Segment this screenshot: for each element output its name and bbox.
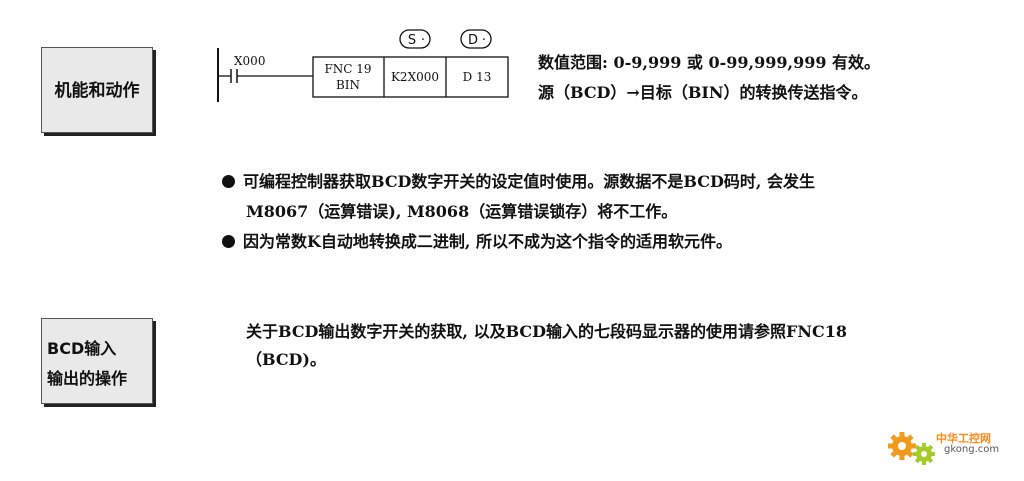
watermark-brand: 中华工控网 [936,432,991,445]
source-label-dot: · [421,33,425,48]
dest-label-dot: · [482,33,486,48]
section-box-bcd-io: BCD输入 输出的操作 [41,318,153,404]
range-description: 数值范围: 0-9,999 或 0-99,999,999 有效。 [538,53,881,72]
note-2-text: 因为常数K自动地转换成二进制, 所以不成为这个指令的适用软元件。 [243,232,733,251]
watermark-domain: gkong.com [944,444,1000,455]
reference-line1: 关于BCD输出数字开关的获取, 以及BCD输入的七段码显示器的使用请参照FNC1… [246,322,847,341]
instruction-box [312,56,509,98]
watermark-logo: 中华工控网 gkong.com [884,424,1014,474]
dest-label: D [468,33,478,48]
bullet-dot-icon [222,175,235,188]
section-title-function: 机能和动作 [54,81,140,101]
ladder-diagram: X000 FNC 19 BIN K2X000 D 13 S · D · [210,28,510,108]
source-label-badge [399,29,431,49]
dest-label-badge [460,29,492,49]
source-label: S [408,33,416,48]
note-bullet-2: 因为常数K自动地转换成二进制, 所以不成为这个指令的适用软元件。 [222,228,732,252]
dest-operand: D 13 [463,70,492,84]
conversion-description: 源（BCD）→目标（BIN）的转换传送指令。 [538,83,868,102]
section-title-bcd-io-line2: 输出的操作 [47,369,128,388]
contact-label: X000 [234,54,265,68]
note-1-line2: M8067（运算错误), M8068（运算错误锁存）将不工作。 [246,202,678,221]
source-operand: K2X000 [391,70,439,84]
bullet-dot-icon [222,235,235,248]
note-1-line1: 可编程控制器获取BCD数字开关的设定值时使用。源数据不是BCD码时, 会发生 [243,172,816,191]
section-box-function: 机能和动作 [41,47,153,133]
section-title-bcd-io-line1: BCD输入 [47,339,117,358]
reference-line2: （BCD)。 [246,350,327,369]
fnc-mnemonic: BIN [336,78,360,92]
gear-icon [888,432,935,465]
fnc-number: FNC 19 [324,62,371,76]
note-bullet-1: 可编程控制器获取BCD数字开关的设定值时使用。源数据不是BCD码时, 会发生 [222,168,815,192]
